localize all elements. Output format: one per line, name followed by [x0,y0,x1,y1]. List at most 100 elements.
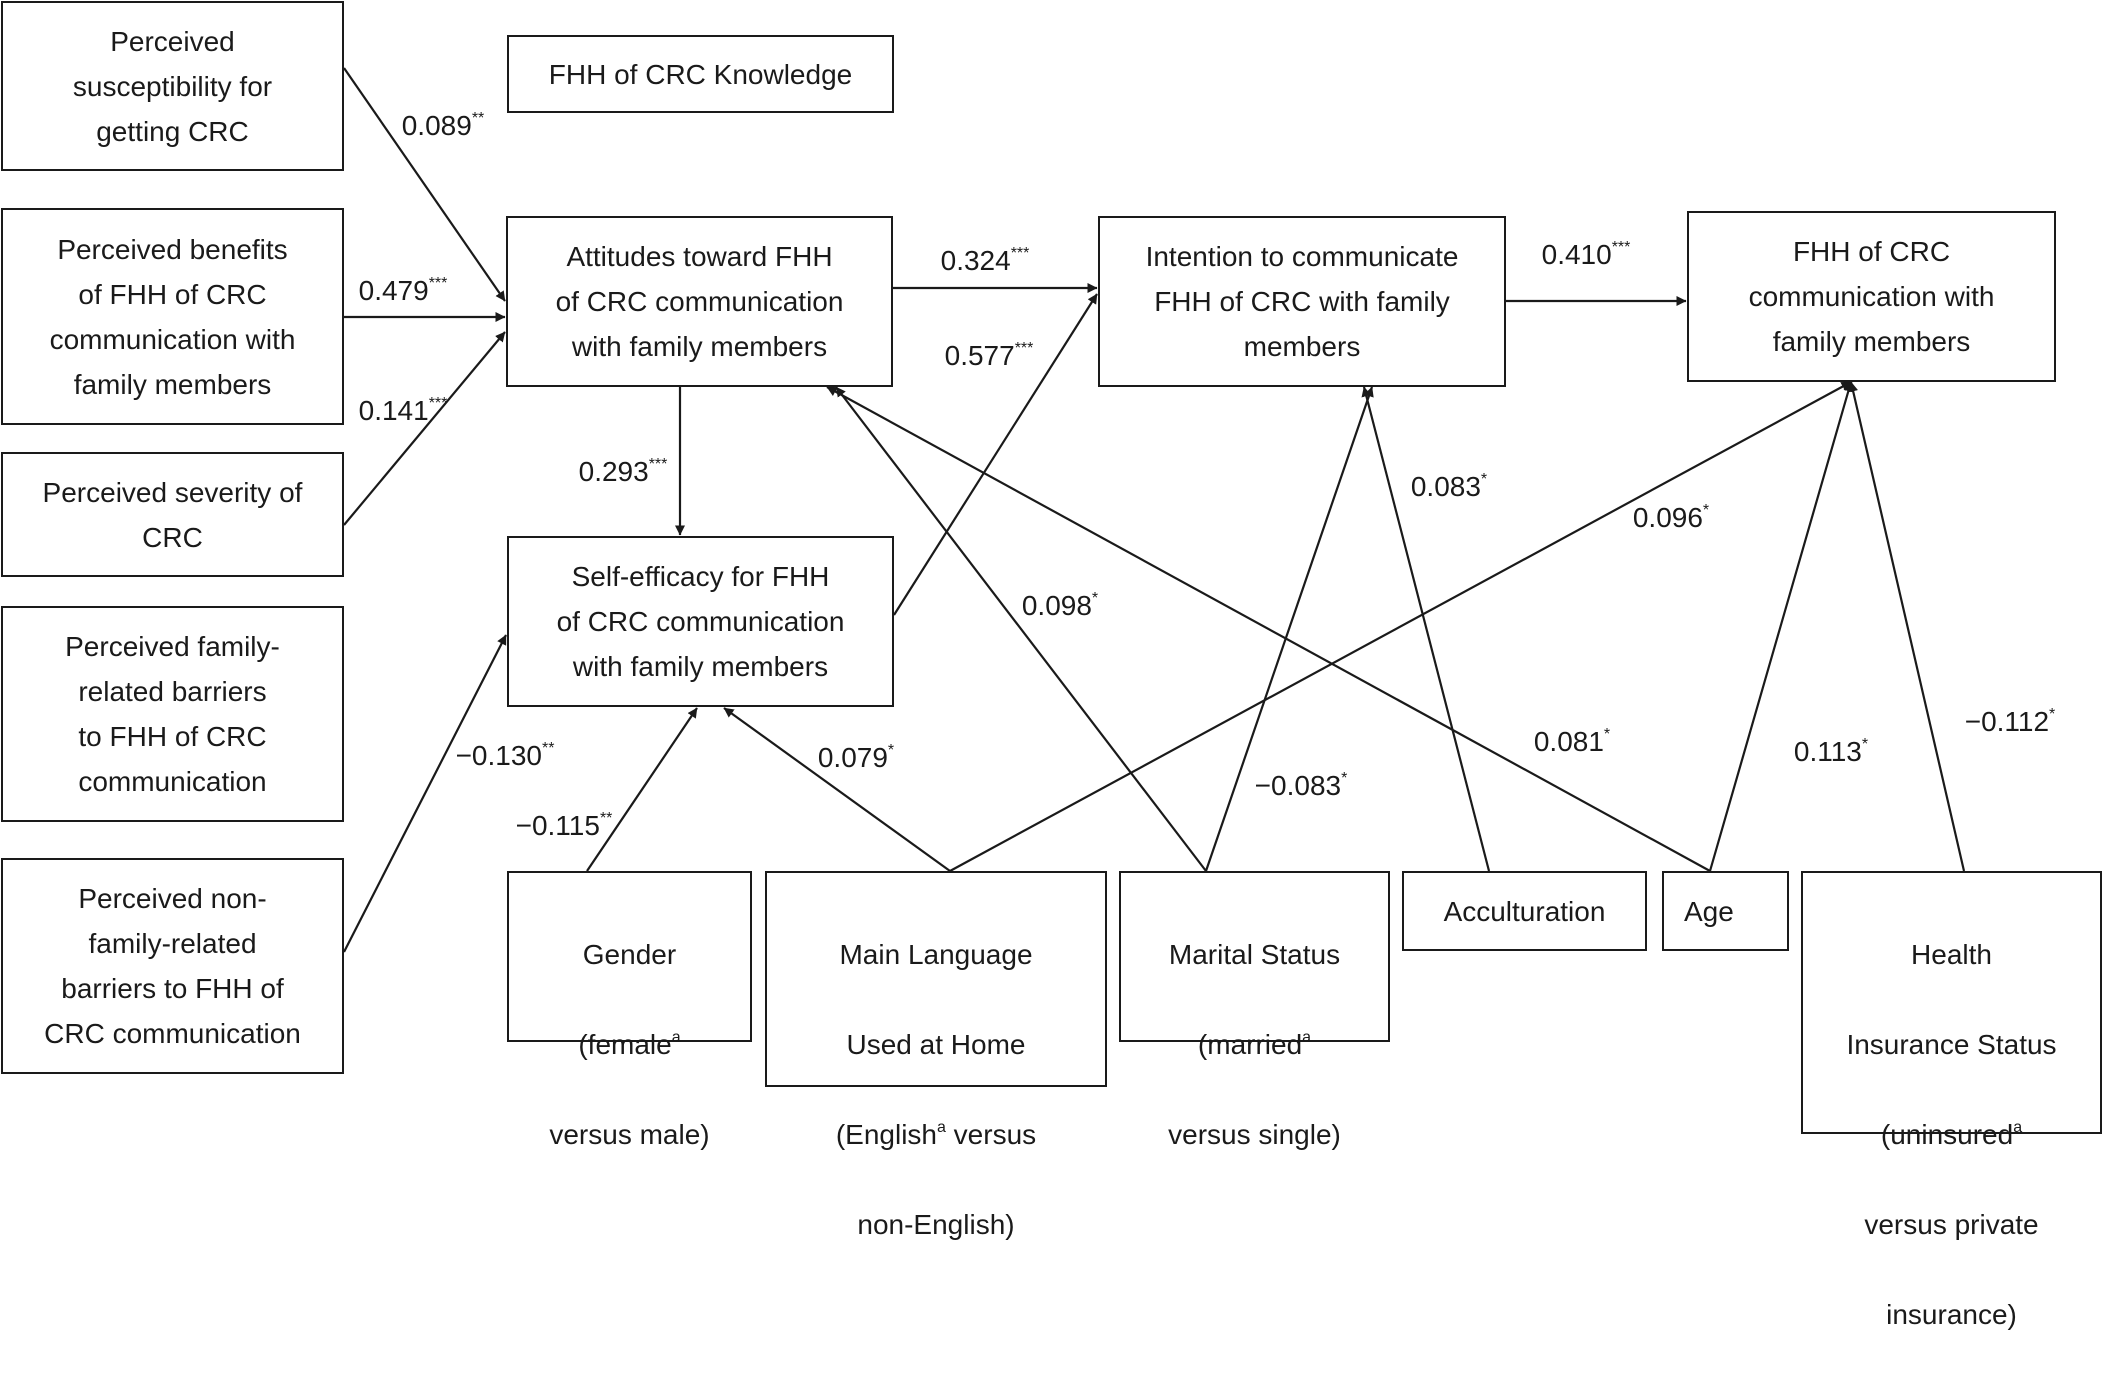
coef-marital-to-attitudes: 0.098* [1022,590,1098,622]
gender-footnote-mark: a [671,1028,681,1046]
coef-value: 0.293 [578,456,649,487]
gender-line2-text: (female [578,1029,672,1060]
language-line3-rest: versus [945,1119,1037,1150]
coef-stars: ** [541,739,555,757]
arrow-marital-to-intention [1204,386,1374,872]
node-intention: Intention to communicate FHH of CRC with… [1098,216,1506,387]
coef-stars: * [1603,725,1611,743]
marital-line3: versus single) [1168,1119,1341,1150]
arrow-susceptibility-to-attitudes [343,67,506,302]
node-perceived-family-barriers: Perceived family- related barriers to FH… [1,606,344,822]
node-perceived-susceptibility: Perceived susceptibility for getting CRC [1,1,344,171]
node-marital-status: Marital Status (marrieda versus single) [1119,871,1390,1150]
coef-stars: ** [599,809,613,827]
coef-value: 0.577 [944,340,1015,371]
gender-line2: (femalea [549,1022,709,1067]
coef-value: −0.130 [455,740,542,771]
node-age: Age [1662,871,1789,951]
insurance-label: Health Insurance Status (uninsureda vers… [1846,887,2056,1382]
coef-value: 0.113 [1793,736,1862,767]
language-line3-text: (English [835,1119,937,1150]
coef-stars: * [2049,705,2056,723]
coef-value: 0.096 [1632,502,1703,533]
node-health-insurance-status: Health Insurance Status (uninsureda vers… [1801,871,2102,1330]
coef-value: 0.479 [358,275,429,306]
coef-age-to-communication: 0.113* [1794,736,1868,768]
insurance-line4: versus private [1864,1209,2039,1240]
path-diagram: Perceived susceptibility for getting CRC… [1,1,2102,1330]
arrow-self-efficacy-to-intention [893,293,1098,616]
marital-label: Marital Status (marrieda versus single) [1168,887,1341,1202]
marital-line2-text: (married [1197,1029,1303,1060]
language-line2: Used at Home [846,1029,1026,1060]
marital-line2: (marrieda [1168,1022,1341,1067]
coef-severity-to-attitudes: 0.141*** [359,395,448,427]
arrow-gender-to-self-efficacy [586,707,698,872]
arrow-acculturation-to-intention [1361,386,1491,872]
coef-stars: *** [428,274,448,292]
coef-stars: *** [648,455,668,473]
coef-value: 0.081 [1533,726,1604,757]
coef-benefits-to-attitudes: 0.479*** [359,275,448,307]
insurance-line5: insurance) [1886,1299,2017,1330]
node-self-efficacy: Self-efficacy for FHH of CRC communicati… [507,536,894,707]
coef-marital-to-intention: −0.083* [1255,770,1348,802]
path-arrows-layer [343,67,1966,953]
coef-gender-to-self-efficacy: −0.115** [516,810,613,842]
node-perceived-benefits: Perceived benefits of FHH of CRC communi… [1,208,344,425]
insurance-line2: Insurance Status [1846,1029,2057,1060]
arrow-group [343,67,1966,953]
arrow-nonfamily-barriers-to-self-efficacy [343,634,507,953]
coef-attitudes-to-self-efficacy: 0.293*** [579,456,668,488]
coef-language-to-communication: 0.096* [1633,502,1709,534]
coef-attitudes-to-intention: 0.324*** [941,245,1030,277]
language-line4: non-English) [857,1209,1015,1240]
insurance-line1: Health [1911,939,1992,970]
marital-line1: Marital Status [1168,939,1341,970]
coef-value: 0.324 [940,245,1011,276]
coef-insurance-to-communication: −0.112* [1965,706,2056,738]
node-perceived-severity: Perceived severity of CRC [1,452,344,577]
marital-footnote-mark: a [1302,1028,1312,1046]
arrow-age-to-attitudes [826,386,1711,872]
coef-susceptibility-to-attitudes: 0.089** [402,110,485,142]
coef-stars: *** [1014,339,1034,357]
coef-stars: *** [428,394,448,412]
coef-value: 0.141 [358,395,429,426]
node-gender: Gender (femalea versus male) [507,871,752,1150]
arrow-language-to-communication [949,381,1852,872]
insurance-line3-text: (uninsured [1880,1119,2014,1150]
coef-stars: * [1091,589,1099,607]
arrow-marital-to-attitudes [835,386,1207,872]
coef-language-to-self-efficacy: 0.079* [818,742,894,774]
insurance-line3: (uninsureda [1846,1112,2056,1157]
node-fhh-crc-knowledge: FHH of CRC Knowledge [507,35,894,113]
coef-intention-to-communication: 0.410*** [1542,239,1631,271]
gender-line3: versus male) [549,1119,710,1150]
arrow-insurance-to-communication [1848,381,1966,872]
coef-stars: * [1480,470,1488,488]
coef-acculturation-to-intention: 0.083* [1411,471,1487,503]
coef-value: −0.083 [1254,770,1342,801]
gender-line1: Gender [582,939,677,970]
coef-self-efficacy-to-intention: 0.577*** [945,340,1034,372]
coef-stars: *** [1010,244,1030,262]
coef-value: 0.089 [401,110,472,141]
coef-value: −0.112 [1964,706,2050,737]
coef-value: −0.115 [515,810,600,841]
coef-value: 0.079 [817,742,888,773]
insurance-footnote-mark: a [2013,1118,2023,1136]
language-label: Main Language Used at Home (Englisha ver… [836,887,1036,1292]
coef-value: 0.098 [1021,590,1092,621]
coef-stars: * [1341,769,1348,787]
language-line3: (Englisha versus [836,1112,1036,1157]
coef-nonfamily-barriers-to-self-efficacy: −0.130** [456,740,555,772]
node-attitudes: Attitudes toward FHH of CRC communicatio… [506,216,893,387]
language-line1: Main Language [839,939,1033,970]
language-footnote-mark: a [937,1118,946,1136]
arrow-severity-to-attitudes [343,331,506,526]
coef-value: 0.083 [1410,471,1481,502]
coef-stars: * [1861,735,1869,753]
node-fhh-crc-communication: FHH of CRC communication with family mem… [1687,211,2056,382]
coef-value: 0.410 [1541,239,1612,270]
